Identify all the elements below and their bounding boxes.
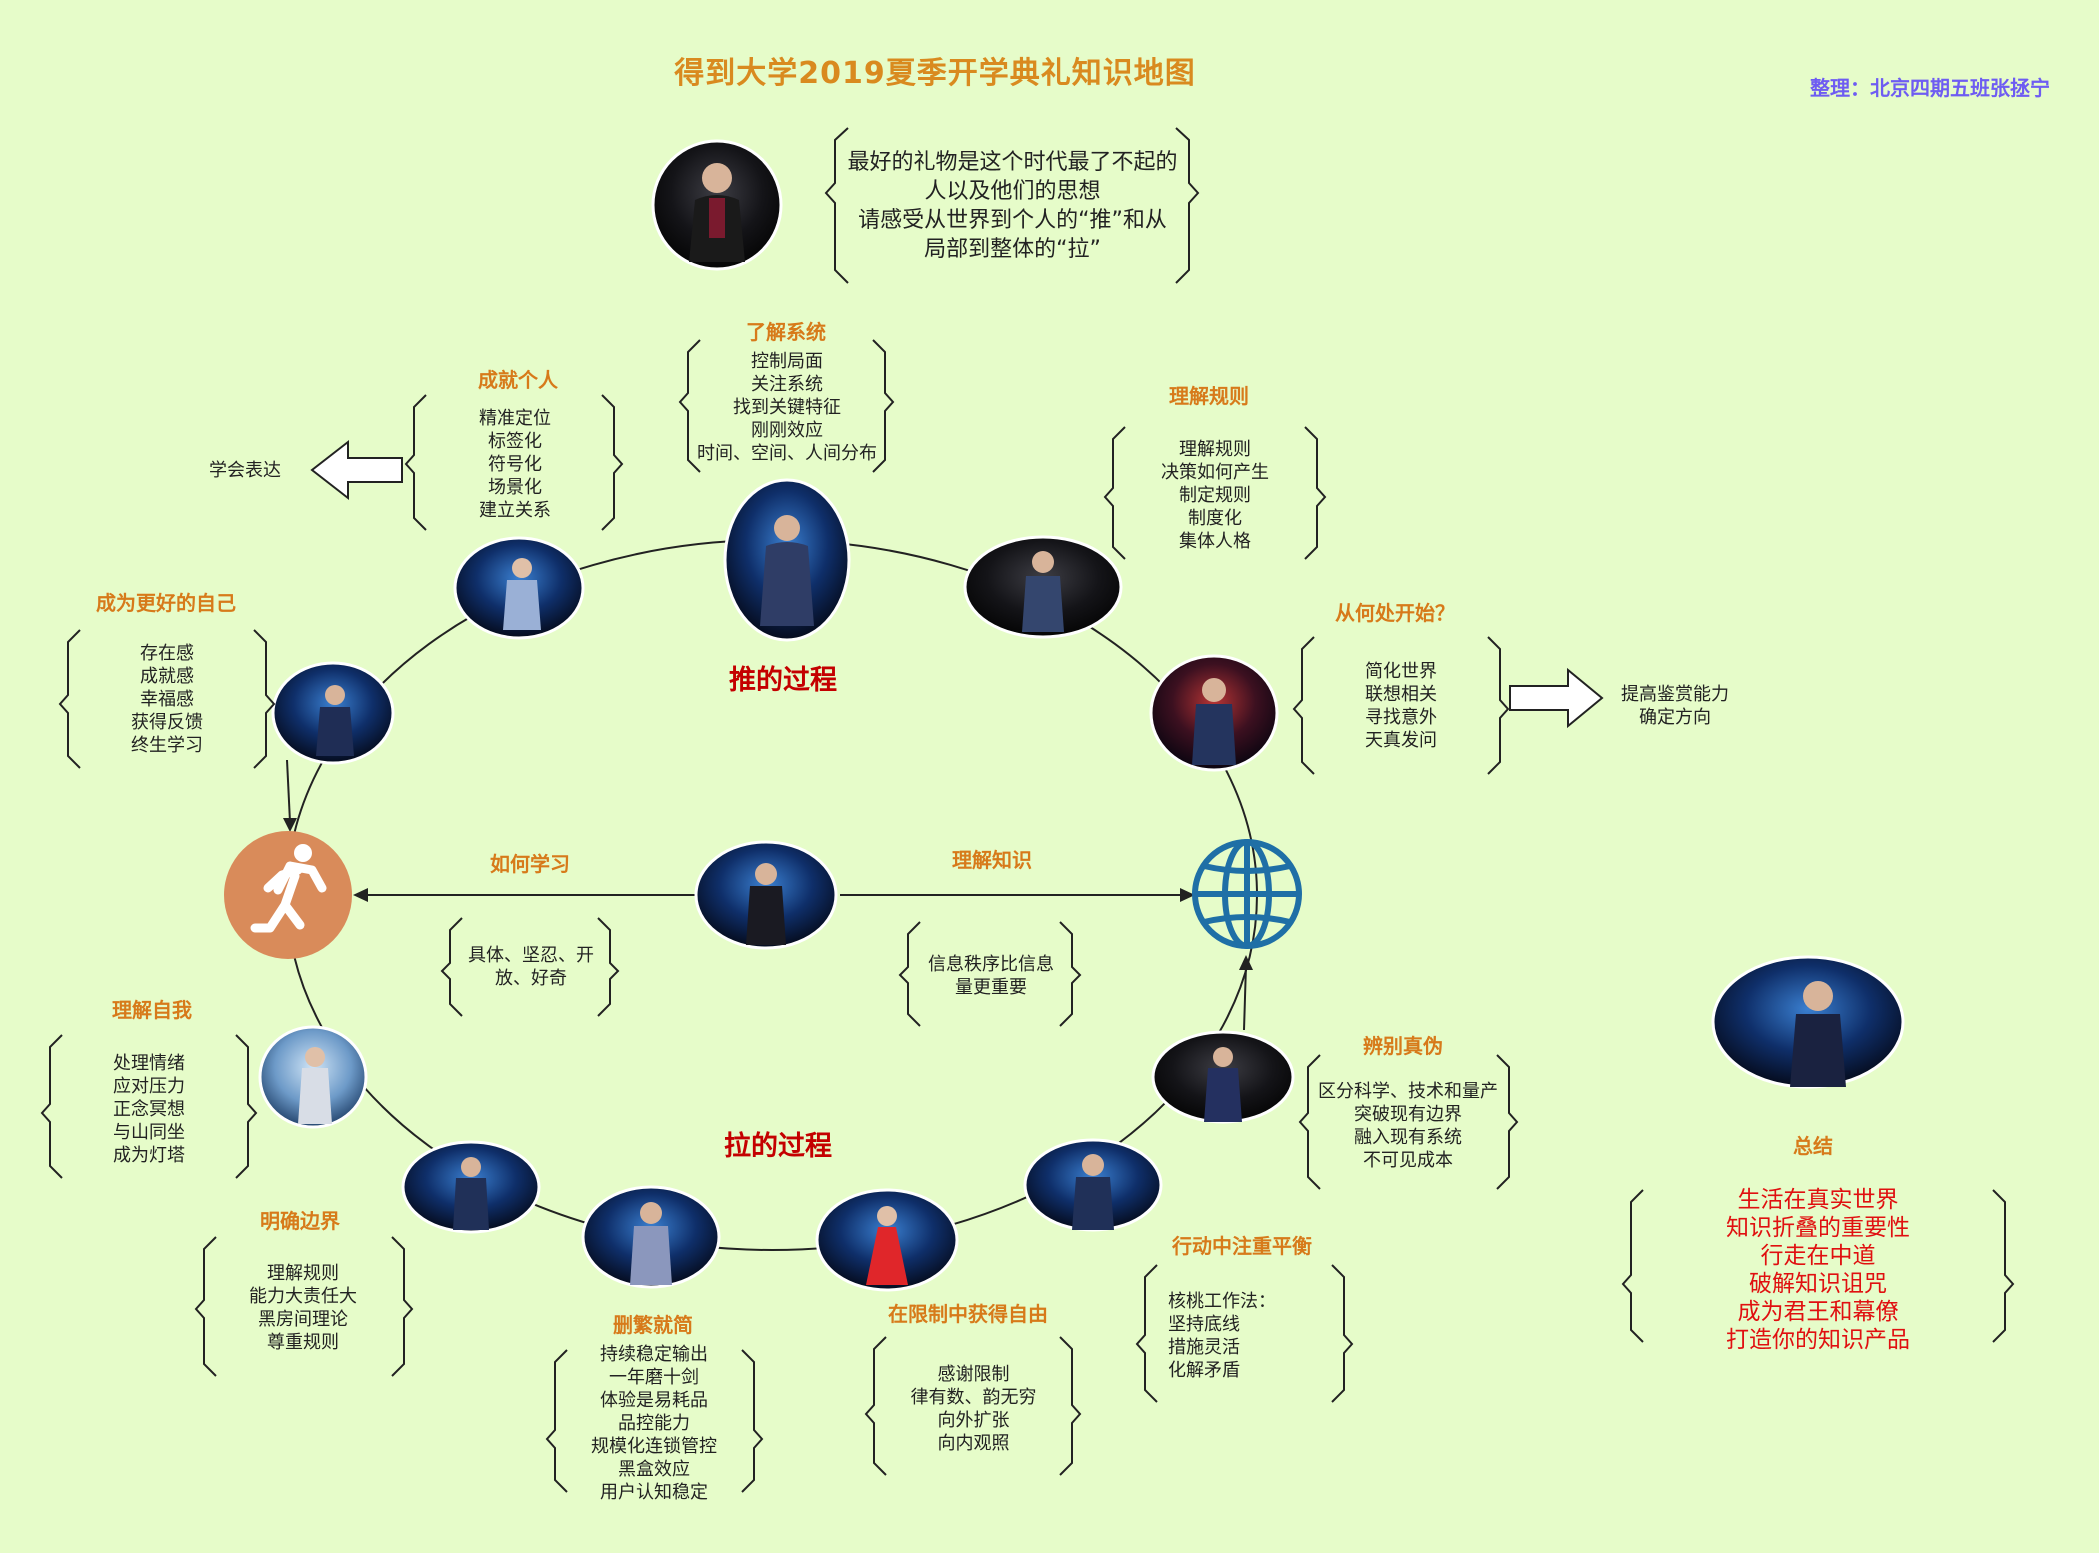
freedom-heading: 在限制中获得自由 bbox=[888, 1302, 1048, 1326]
understand-system-items: 控制局面 关注系统 找到关键特征 刚刚效应 时间、空间、人间分布 bbox=[697, 351, 877, 464]
speaker-photo-left bbox=[271, 661, 395, 765]
understand-knowledge-heading: 理解知识 bbox=[952, 848, 1032, 872]
brace-group bbox=[40, 127, 2015, 1493]
simplify-items: 持续稳定输出 一年磨十剑 体验是易耗品 品控能力 规模化连锁管控 黑盒效应 用户… bbox=[591, 1344, 717, 1503]
achieve-person-items: 精准定位 标签化 符号化 场景化 建立关系 bbox=[479, 408, 551, 521]
where-to-start-heading: 从何处开始？ bbox=[1335, 601, 1455, 625]
speaker-photo-right bbox=[1149, 654, 1279, 772]
how-to-learn-items: 具体、坚忍、开 放、好奇 bbox=[468, 945, 594, 989]
arrow-down-left-head bbox=[283, 818, 297, 832]
better-self-items: 存在感 成就感 幸福感 获得反馈 终生学习 bbox=[131, 643, 203, 756]
arrow-to-runner-head bbox=[353, 888, 368, 902]
summary-items: 生活在真实世界 知识折叠的重要性 行走在中道 破解知识诅咒 成为君王和幕僚 打造… bbox=[1726, 1187, 1910, 1353]
boundaries-items: 理解规则 能力大责任大 黑房间理论 尊重规则 bbox=[249, 1263, 357, 1353]
speaker-photo-middle bbox=[694, 840, 838, 950]
speaker-photo-bottom-right bbox=[1023, 1138, 1163, 1232]
boundaries-heading: 明确边界 bbox=[260, 1209, 340, 1233]
discern-items: 区分科学、技术和量产 突破现有边界 融入现有系统 不可见成本 bbox=[1318, 1081, 1498, 1171]
speaker-photo-lower-right bbox=[1151, 1030, 1295, 1124]
simplify-heading: 删繁就简 bbox=[613, 1313, 693, 1337]
speaker-photo-upper-right bbox=[963, 535, 1123, 639]
credit-text: 整理：北京四期五班张拯宁 bbox=[1810, 76, 2050, 100]
balance-heading: 行动中注重平衡 bbox=[1172, 1234, 1312, 1258]
understand-knowledge-items: 信息秩序比信息 量更重要 bbox=[928, 954, 1054, 998]
globe-icon bbox=[1192, 839, 1302, 949]
arrow-to-globe-head bbox=[1180, 888, 1195, 902]
arrow-up-right bbox=[1243, 964, 1247, 1031]
arrow-down-left bbox=[286, 759, 291, 823]
speaker-photo-lower-left bbox=[258, 1025, 368, 1129]
speaker-photo-bottom-2 bbox=[815, 1188, 959, 1292]
push-label: 推的过程 bbox=[729, 665, 837, 696]
discern-heading: 辨别真伪 bbox=[1363, 1034, 1443, 1058]
achieve-person-heading: 成就个人 bbox=[478, 368, 558, 392]
learn-expression-text: 学会表达 bbox=[209, 460, 281, 481]
understand-system-heading: 了解系统 bbox=[746, 320, 826, 344]
speaker-photo-center bbox=[723, 478, 851, 642]
speaker-photo-bottom-left bbox=[401, 1140, 541, 1234]
host-photo bbox=[651, 139, 783, 271]
summary-heading: 总结 bbox=[1793, 1134, 1833, 1158]
understand-rules-heading: 理解规则 bbox=[1169, 384, 1249, 408]
better-self-heading: 成为更好的自己 bbox=[96, 591, 236, 615]
freedom-items: 感谢限制 律有数、韵无穷 向外扩张 向内观照 bbox=[910, 1364, 1037, 1454]
how-to-learn-heading: 如何学习 bbox=[490, 852, 570, 876]
runner-icon bbox=[224, 831, 352, 959]
arrow-up-right-head bbox=[1239, 955, 1253, 970]
balance-items: 核桃工作法： 坚持底线 措施灵活 化解矛盾 bbox=[1168, 1291, 1276, 1381]
arrow-left-icon bbox=[310, 439, 403, 501]
speaker-photo-bottom-1 bbox=[581, 1185, 721, 1289]
page-title: 得到大学2019夏季开学典礼知识地图 bbox=[674, 56, 1196, 91]
where-to-start-items: 简化世界 联想相关 寻找意外 天真发问 bbox=[1365, 661, 1437, 751]
opening-quote: 最好的礼物是这个时代最了不起的 人以及他们的思想 请感受从世界到个人的“推”和从… bbox=[847, 150, 1178, 262]
speaker-photo-upper-left bbox=[453, 536, 585, 640]
understand-self-heading: 理解自我 bbox=[112, 998, 192, 1022]
summary-speaker-photo bbox=[1711, 955, 1905, 1089]
understand-rules-items: 理解规则 决策如何产生 制定规则 制度化 集体人格 bbox=[1161, 439, 1269, 552]
arrow-right-icon bbox=[1509, 667, 1604, 729]
understand-self-items: 处理情绪 应对压力 正念冥想 与山同坐 成为灯塔 bbox=[113, 1053, 185, 1166]
pull-label: 拉的过程 bbox=[724, 1131, 832, 1162]
appreciation-text: 提高鉴赏能力 确定方向 bbox=[1621, 684, 1729, 728]
